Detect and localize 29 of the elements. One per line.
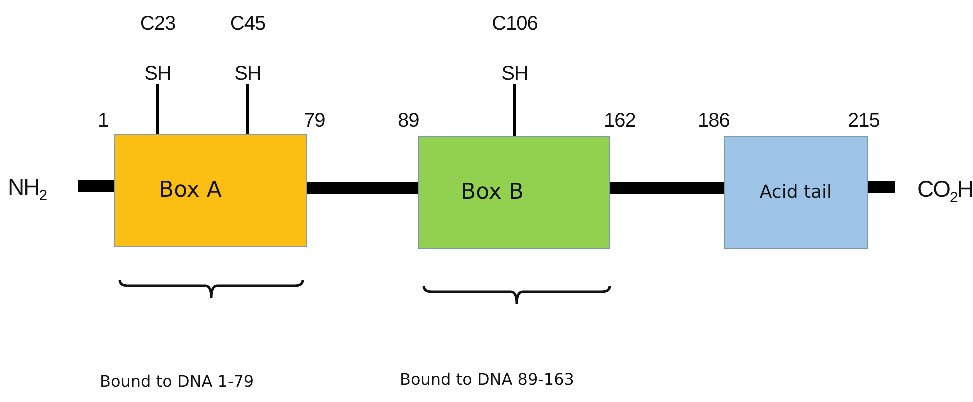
connector-line	[246, 84, 250, 134]
residue-label: C45	[230, 14, 266, 34]
note-text: Bound to DNA 1-79	[100, 372, 254, 391]
note-text: Bound to DNA 89-163	[400, 370, 574, 389]
connector-line	[514, 84, 516, 136]
connector-line	[156, 84, 160, 134]
residue-label: C106	[492, 14, 538, 34]
domain-box	[418, 136, 610, 249]
residue-number: 1	[98, 111, 109, 131]
residue-label: C23	[140, 14, 176, 34]
domain-label: Box B	[461, 180, 524, 205]
domain-box	[114, 134, 307, 247]
residue-number: 89	[398, 111, 420, 131]
thiol-label: SH	[144, 64, 172, 84]
thiol-label: SH	[234, 64, 262, 84]
residue-number: 162	[604, 111, 636, 131]
domain-label: Acid tail	[760, 182, 832, 203]
terminus-label: NH$_{2}$	[8, 174, 47, 204]
residue-number: 79	[304, 111, 326, 131]
domain-box	[724, 136, 868, 249]
thiol-label: SH	[502, 64, 528, 84]
terminus-label: CO$_{2}$H	[918, 176, 973, 206]
backbone-line	[868, 181, 895, 193]
backbone-line	[307, 182, 418, 194]
residue-number: 186	[698, 111, 730, 131]
backbone-line	[610, 182, 724, 194]
domain-label: Box A	[159, 178, 222, 203]
residue-number: 215	[848, 111, 880, 131]
backbone-line	[78, 180, 114, 192]
